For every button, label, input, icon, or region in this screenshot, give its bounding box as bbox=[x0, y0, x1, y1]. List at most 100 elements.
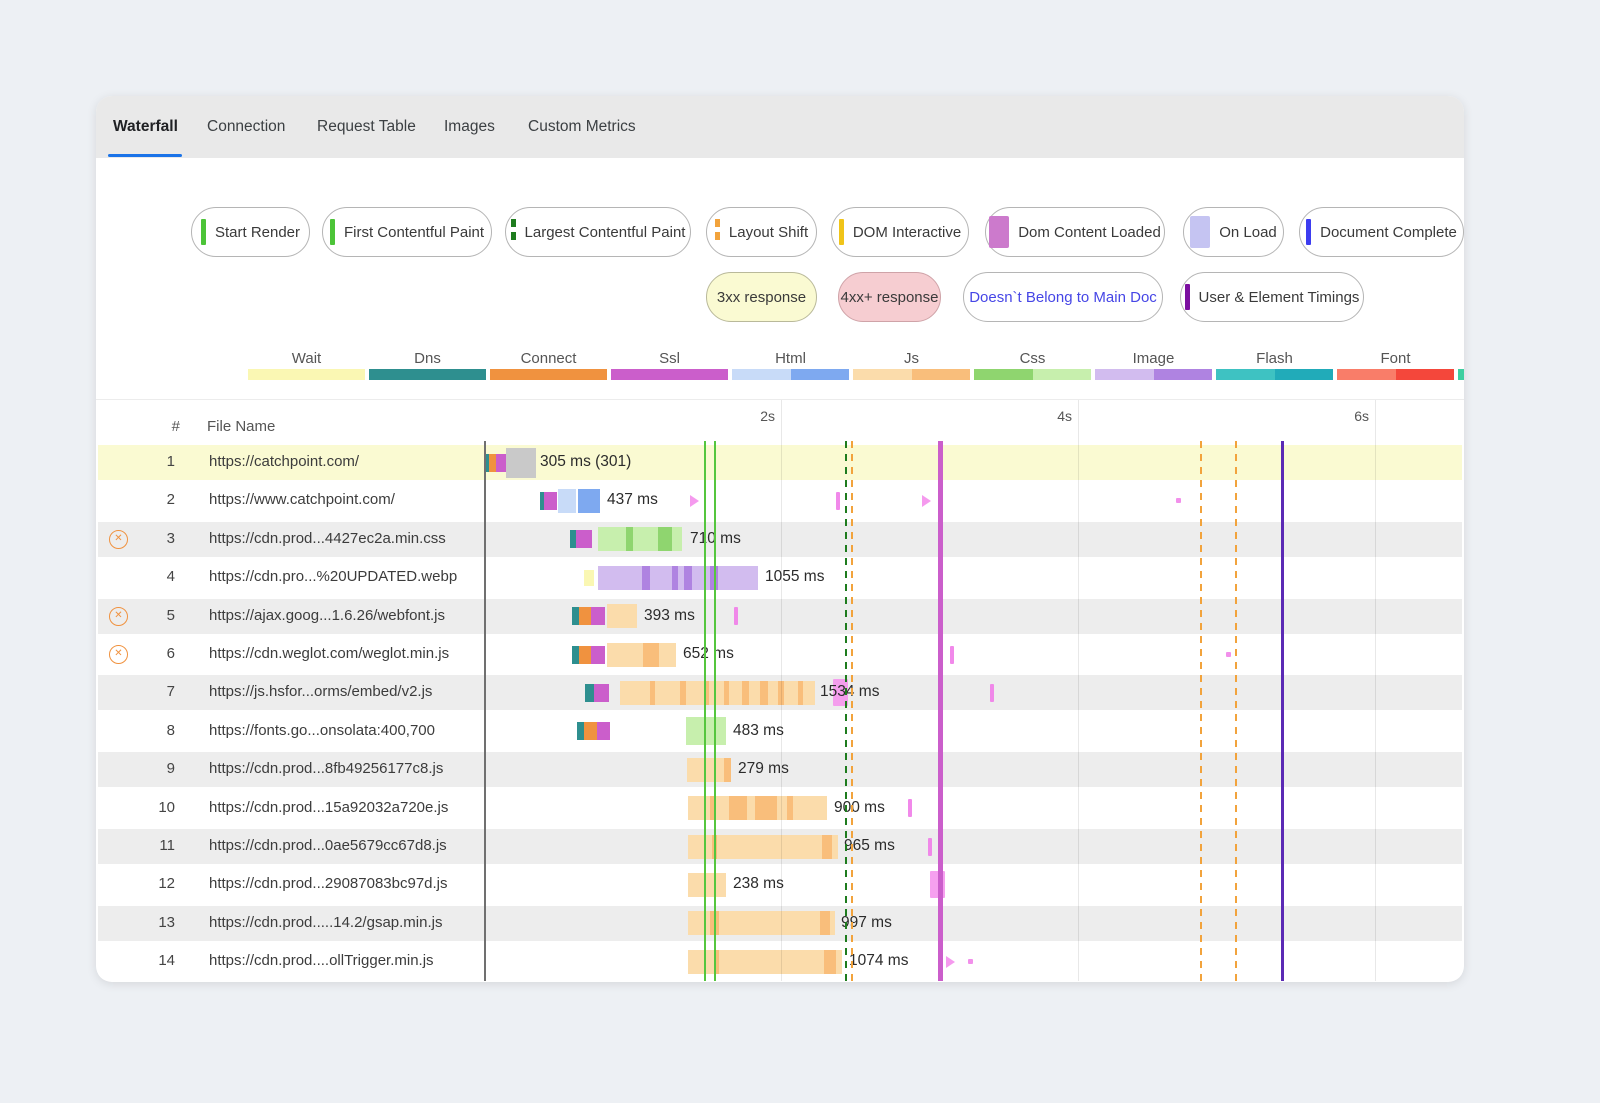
tab-waterfall[interactable]: Waterfall bbox=[113, 118, 178, 135]
bar-segment-js_l bbox=[830, 911, 835, 936]
bar-segment-ssl bbox=[591, 607, 605, 626]
user-element-timings-icon bbox=[1184, 284, 1190, 310]
bar-segment-dns bbox=[572, 645, 579, 664]
layout-shift-icon bbox=[714, 219, 720, 245]
file-name[interactable]: https://www.catchpoint.com/ bbox=[209, 491, 395, 509]
timing-marker-dot bbox=[1226, 652, 1231, 657]
file-name[interactable]: https://cdn.prod....ollTrigger.min.js bbox=[209, 952, 434, 970]
legend-pill-largest-contentful-paint[interactable]: Largest Contentful Paint bbox=[505, 207, 691, 257]
bar-segment-js_m bbox=[822, 834, 832, 859]
file-name[interactable]: https://cdn.pro...%20UPDATED.webp bbox=[209, 568, 458, 586]
error-icon[interactable]: ✕ bbox=[109, 645, 128, 664]
legend-pill-document-complete[interactable]: Document Complete bbox=[1299, 207, 1464, 257]
bar-segment-wait bbox=[584, 569, 594, 586]
row-number: 13 bbox=[158, 913, 175, 931]
file-name[interactable]: https://cdn.weglot.com/weglot.min.js bbox=[209, 645, 450, 662]
bar-segment-js_l bbox=[717, 834, 822, 859]
bar-segment-js_l bbox=[688, 796, 710, 821]
bar-segment-connect bbox=[579, 607, 591, 626]
bar-segment-js_l bbox=[659, 642, 676, 667]
phase-color-swatch bbox=[611, 369, 728, 380]
start-render-icon bbox=[200, 219, 206, 245]
file-name[interactable]: https://js.hsfor...orms/embed/v2.js bbox=[209, 683, 433, 701]
phase-legend-label: Wait bbox=[291, 350, 322, 367]
phase-legend-connect: Connect bbox=[490, 350, 607, 380]
file-name[interactable]: https://ajax.goog...1.6.26/webfont.js bbox=[209, 606, 445, 624]
tab-images[interactable]: Images bbox=[444, 118, 495, 135]
request-duration-label: 1534 ms bbox=[820, 683, 880, 701]
bar-segment-js_l bbox=[836, 949, 842, 974]
bar-segment-css_d bbox=[626, 527, 633, 552]
legend-pill-dom-content-loaded[interactable]: Dom Content Loaded bbox=[985, 207, 1165, 257]
column-header-num: # bbox=[171, 418, 180, 435]
bar-segment-css_l bbox=[633, 527, 658, 552]
bar-segment-js_l bbox=[747, 796, 755, 821]
file-name[interactable]: https://catchpoint.com/ bbox=[209, 453, 360, 470]
legend-pill-label: First Contentful Paint bbox=[343, 223, 485, 241]
bar-segment-js_m bbox=[714, 949, 719, 974]
request-duration-label: 305 ms (301) bbox=[540, 453, 632, 470]
tab-connection[interactable]: Connection bbox=[207, 118, 286, 135]
legend-pill-label: 4xx+ response bbox=[840, 288, 939, 306]
legend-pill-user-element-timings[interactable]: User & Element Timings bbox=[1180, 272, 1364, 322]
file-name[interactable]: https://cdn.prod...15a92032a720e.js bbox=[209, 798, 449, 816]
bar-segment-js_l bbox=[719, 949, 824, 974]
phase-legend-label: Css bbox=[1019, 350, 1046, 367]
row-number: 5 bbox=[166, 606, 175, 624]
file-name[interactable]: https://cdn.prod.....14.2/gsap.min.js bbox=[209, 913, 443, 931]
bar-segment-js_l bbox=[729, 680, 742, 705]
legend-pill-first-contentful-paint[interactable]: First Contentful Paint bbox=[322, 207, 492, 257]
file-name[interactable]: https://cdn.prod...0ae5679cc67d8.js bbox=[209, 837, 447, 854]
start-render-line bbox=[704, 441, 706, 981]
bar-segment-dns bbox=[540, 491, 544, 510]
bar-segment-dns bbox=[484, 453, 489, 472]
phase-color-swatch bbox=[1095, 369, 1154, 380]
phase-legend-strip bbox=[1216, 369, 1333, 380]
phase-legend-image: Image bbox=[1095, 350, 1212, 380]
legend-pill-layout-shift[interactable]: Layout Shift bbox=[706, 207, 817, 257]
file-name[interactable]: https://cdn.prod...29087083bc97d.js bbox=[209, 875, 448, 893]
phase-legend-strip bbox=[1337, 369, 1454, 380]
bar-segment-js_l bbox=[793, 796, 827, 821]
bar-segment-ssl bbox=[591, 645, 605, 664]
bar-segment-js_l bbox=[688, 872, 726, 897]
file-name[interactable]: https://cdn.prod...8fb49256177c8.js bbox=[209, 760, 444, 778]
bar-segment-js_l bbox=[784, 680, 798, 705]
largest-contentful-paint-icon bbox=[510, 219, 516, 245]
timing-marker-dot bbox=[1176, 498, 1181, 504]
bar-segment-img_m bbox=[672, 565, 678, 590]
legend-pill-4xx-response[interactable]: 4xx+ response bbox=[838, 272, 941, 322]
phase-color-swatch bbox=[1153, 369, 1212, 380]
bar-segment-js_l bbox=[749, 680, 760, 705]
bar-segment-js_l bbox=[688, 949, 714, 974]
error-icon[interactable]: ✕ bbox=[109, 606, 128, 626]
time-axis-label-2s: 2s bbox=[760, 408, 775, 424]
file-name[interactable]: https://cdn.prod...4427ec2a.min.css bbox=[209, 529, 446, 547]
legend-pill-doesn-t-belong-to-main-doc[interactable]: Doesn`t Belong to Main Doc bbox=[963, 272, 1163, 322]
error-icon[interactable]: ✕ bbox=[109, 529, 128, 549]
row-number: 12 bbox=[158, 875, 175, 893]
request-duration-label: 1074 ms bbox=[849, 952, 909, 970]
tab-request-table[interactable]: Request Table bbox=[317, 118, 416, 135]
legend-pill-on-load[interactable]: On Load bbox=[1183, 207, 1284, 257]
tab-custom-metrics[interactable]: Custom Metrics bbox=[528, 118, 636, 135]
file-name[interactable]: https://fonts.go...onsolata:400,700 bbox=[209, 721, 435, 739]
legend-pill-label: Dom Content Loaded bbox=[1018, 223, 1161, 241]
legend-pill-dom-interactive[interactable]: DOM Interactive bbox=[831, 207, 969, 257]
legend-pill-start-render[interactable]: Start Render bbox=[191, 207, 310, 257]
legend-pill-3xx-response[interactable]: 3xx response bbox=[706, 272, 817, 322]
